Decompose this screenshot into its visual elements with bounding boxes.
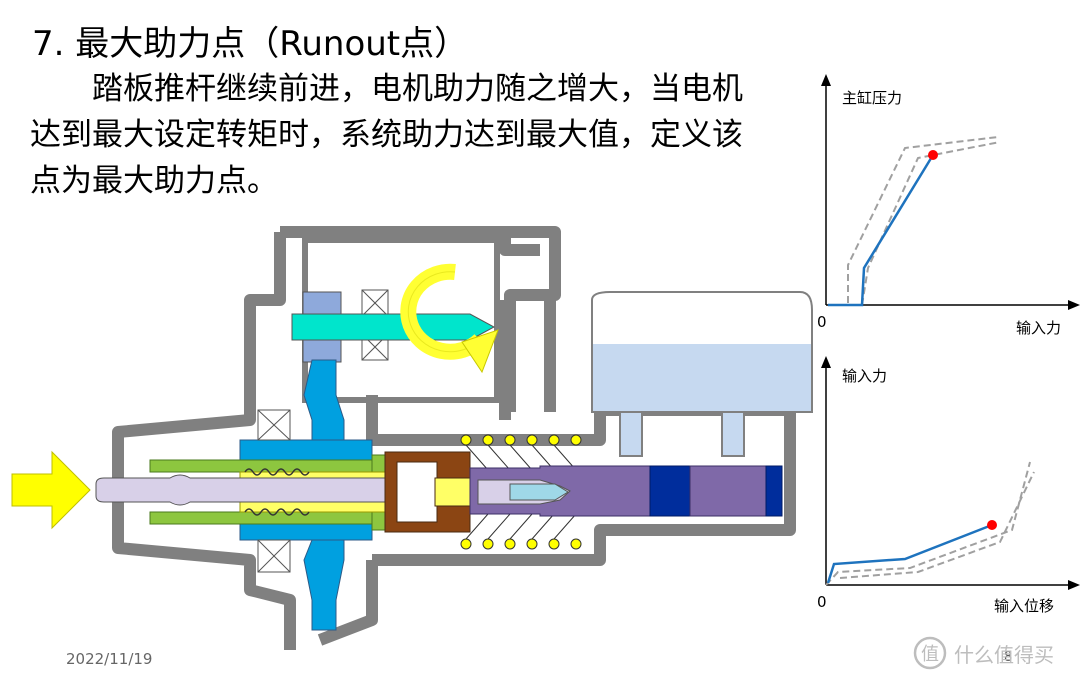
pressure-limit-curve [828, 136, 999, 306]
paragraph-line-2: 达到最大设定转矩时，系统助力达到最大值，定义该 [30, 117, 743, 153]
fluid-reservoir [591, 291, 813, 457]
description-paragraph: 踏板推杆继续前进，电机助力随之增大，当电机 达到最大设定转矩时，系统助力达到最大… [30, 66, 800, 204]
input-force-arrow [11, 450, 91, 530]
bottom-graph-x-label: 输入位移 [994, 597, 1054, 615]
input-force-curve [826, 523, 993, 584]
pressure-limit-curve-2 [861, 141, 1001, 306]
master-cylinder-piston [469, 465, 783, 517]
master-pressure-graph [821, 74, 1080, 310]
watermark-logo-icon: 值 [913, 636, 947, 670]
input-push-rod [95, 474, 433, 506]
motor-shaft [291, 313, 496, 341]
top-graph-x-label: 输入力 [1016, 319, 1061, 337]
inner-spring [244, 468, 310, 516]
input-force-graph [821, 356, 1080, 590]
return-spring [460, 434, 582, 550]
paragraph-line-1: 踏板推杆继续前进，电机助力随之增大，当电机 [92, 71, 743, 107]
svg-text:值: 值 [921, 644, 939, 665]
paragraph-line-3: 点为最大助力点。 [30, 163, 278, 199]
page-number: 8 [1004, 650, 1013, 665]
top-graph-origin: 0 [817, 313, 827, 331]
input-limit-curve [825, 461, 1031, 586]
watermark: 值 什么值得买 [912, 635, 1072, 671]
pressure-curve [828, 154, 935, 307]
brown-piston [384, 451, 471, 533]
bottom-graph-origin: 0 [817, 593, 827, 611]
watermark-text: 什么值得买 [954, 643, 1054, 667]
bottom-graph-y-label: 输入力 [842, 367, 887, 385]
top-graph-y-label: 主缸压力 [842, 89, 902, 107]
slide-title: 7. 最大助力点（Runout点） [32, 24, 469, 64]
runout-point-bottom [987, 520, 997, 530]
runout-point-top [928, 150, 938, 160]
input-limit-curve-2 [839, 471, 1035, 579]
slide-date: 2022/11/19 [66, 650, 153, 668]
rotation-arrow [400, 263, 499, 374]
